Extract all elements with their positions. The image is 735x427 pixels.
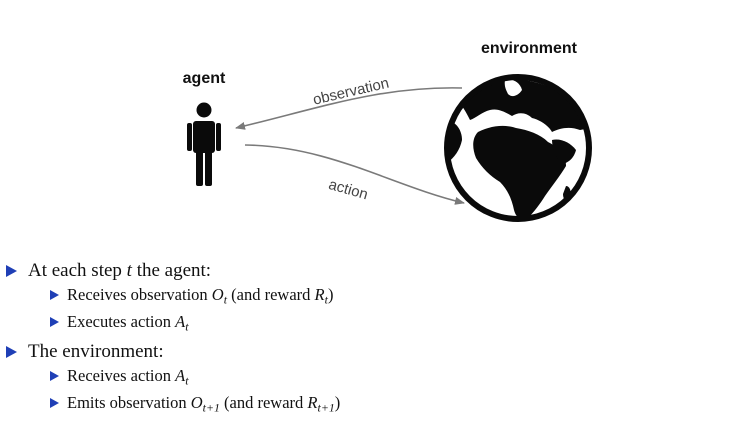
item-text-mid: (and reward <box>219 392 308 412</box>
item-text-mid: (and reward <box>227 285 315 304</box>
item-sub: t <box>223 292 228 307</box>
item-text-end: ) <box>327 285 334 304</box>
item-text: Receives action <box>67 366 176 386</box>
agent-environment-diagram: agent environment observation <box>183 40 592 222</box>
bullet-env-emits: Emits observation Ot+1 (and reward Rt+1) <box>6 392 726 419</box>
item-var: O <box>190 392 203 412</box>
bullet-env-receives: Receives action At <box>6 365 726 392</box>
bullet-env-heading: The environment: <box>6 339 726 365</box>
item-sub2: t+1 <box>317 400 335 415</box>
agent-label: agent <box>183 70 226 87</box>
item-sub: t <box>185 319 189 334</box>
bullet-triangle-icon <box>50 371 59 382</box>
item-var: O <box>211 285 224 304</box>
item-sub: t+1 <box>202 400 220 415</box>
bullet-triangle-icon <box>6 265 17 277</box>
bullet-triangle-icon <box>50 290 59 300</box>
item-var2: R <box>307 392 318 412</box>
environment-label: environment <box>481 40 578 57</box>
item-var: A <box>175 311 186 331</box>
item-var2: R <box>314 285 325 304</box>
agent-heading-var: t <box>126 260 132 281</box>
item-sub2: t <box>324 292 328 307</box>
observation-label: observation <box>311 75 390 109</box>
observation-arrow <box>235 87 463 130</box>
item-text: Emits observation <box>67 392 191 412</box>
bullet-list: At each step t the agent: Receives obser… <box>6 258 726 418</box>
env-heading-text: The environment: <box>28 341 164 363</box>
item-text-end: ) <box>334 392 341 412</box>
person-icon <box>187 102 221 186</box>
globe-icon <box>444 74 592 222</box>
bullet-agent-heading: At each step t the agent: <box>6 258 726 284</box>
bullet-triangle-icon <box>50 316 59 327</box>
bullet-triangle-icon <box>50 397 59 408</box>
bullet-agent-receives: Receives observation Ot (and reward Rt) <box>6 284 726 311</box>
item-sub: t <box>185 373 189 388</box>
agent-heading-text: At each step <box>28 260 127 281</box>
item-var: A <box>175 366 186 386</box>
action-label: action <box>327 176 370 203</box>
agent-heading-text-end: the agent: <box>131 260 212 281</box>
bullet-agent-executes: Executes action At <box>6 311 726 338</box>
action-arrow <box>244 144 465 205</box>
item-text: Receives observation <box>67 285 212 304</box>
bullet-triangle-icon <box>6 346 17 359</box>
item-text: Executes action <box>67 311 176 331</box>
